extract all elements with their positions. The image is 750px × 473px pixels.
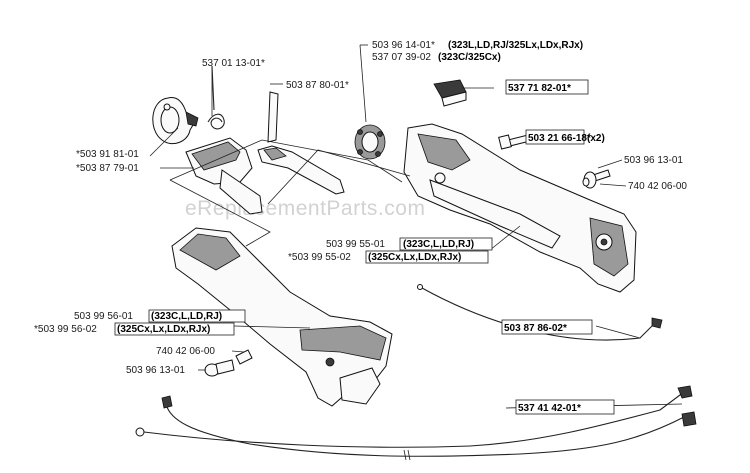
part-number-537-41-42-01: 537 41 42-01* <box>518 403 581 414</box>
part-number-503-96-13-01-right: 503 96 13-01 <box>624 155 683 166</box>
part-number-503-87-80-01: 503 87 80-01* <box>286 80 349 91</box>
part-models-503-99-55-01: (323C,L,LD,RJ) <box>403 239 474 250</box>
part-models-503-96-14-01: (323L,LD,RJ/325Lx,LDx,RJx) <box>448 40 583 51</box>
part-models-503-99-56-02: (325Cx,Lx,LDx,RJx) <box>117 324 210 335</box>
label-box-5039955b <box>365 250 489 264</box>
part-models-537-07-39-02: (323C/325Cx) <box>438 52 501 63</box>
part-models-503-99-56-01: (323C,L,LD,RJ) <box>151 311 222 322</box>
clamp-ring-part <box>152 97 199 145</box>
part-number-537-07-39-02: 537 07 39-02 <box>372 52 431 63</box>
part-number-503-87-79-01: *503 87 79-01 <box>76 163 139 174</box>
trigger-housing-part <box>185 137 263 215</box>
part-number-503-96-13-01-left: 503 96 13-01 <box>126 365 185 376</box>
part-number-503-96-14-01: 503 96 14-01* <box>372 40 435 51</box>
leader-lines <box>149 44 683 409</box>
label-box-5039955a <box>399 237 493 251</box>
part-models-503-99-55-02: (325Cx,Lx,LDx,RJx) <box>368 252 461 263</box>
handle-housing-left-part <box>171 227 393 407</box>
part-qty-503-21-66-18: (x2) <box>587 133 605 144</box>
stop-switch-part <box>433 79 467 107</box>
part-number-503-99-56-01: 503 99 56-01 <box>74 311 133 322</box>
part-number-537-71-82-01: 537 71 82-01* <box>508 83 571 94</box>
part-number-503-99-55-01: 503 99 55-01 <box>326 239 385 250</box>
wire-harness-part <box>135 385 697 461</box>
label-box-5377182 <box>505 79 589 95</box>
label-box-5374142 <box>515 399 615 415</box>
label-box-5039956a <box>148 309 246 323</box>
screw-washer-right-part <box>582 169 611 189</box>
part-number-503-91-81-01: *503 91 81-01 <box>76 149 139 160</box>
part-number-740-42-06-00-left: 740 42 06-00 <box>156 346 215 357</box>
throttle-lever-part <box>257 91 345 195</box>
rubber-ring-part <box>354 124 386 160</box>
watermark-text: eReplacementParts.com <box>185 197 425 220</box>
part-number-537-01-13-01: 537 01 13-01* <box>202 58 265 69</box>
label-box-5032166 <box>525 129 585 145</box>
part-number-740-42-06-00-right: 740 42 06-00 <box>628 181 687 192</box>
handle-housing-right-part <box>403 123 637 293</box>
spring-part <box>207 65 225 130</box>
part-number-503-99-55-02: *503 99 55-02 <box>288 252 351 263</box>
part-number-503-21-66-18: 503 21 66-18* <box>528 133 591 144</box>
part-number-503-99-56-02: *503 99 56-02 <box>34 324 97 335</box>
label-box-5038786 <box>501 319 593 335</box>
label-box-5039956b <box>114 322 235 336</box>
part-number-503-87-86-02: 503 87 86-02* <box>504 323 567 334</box>
